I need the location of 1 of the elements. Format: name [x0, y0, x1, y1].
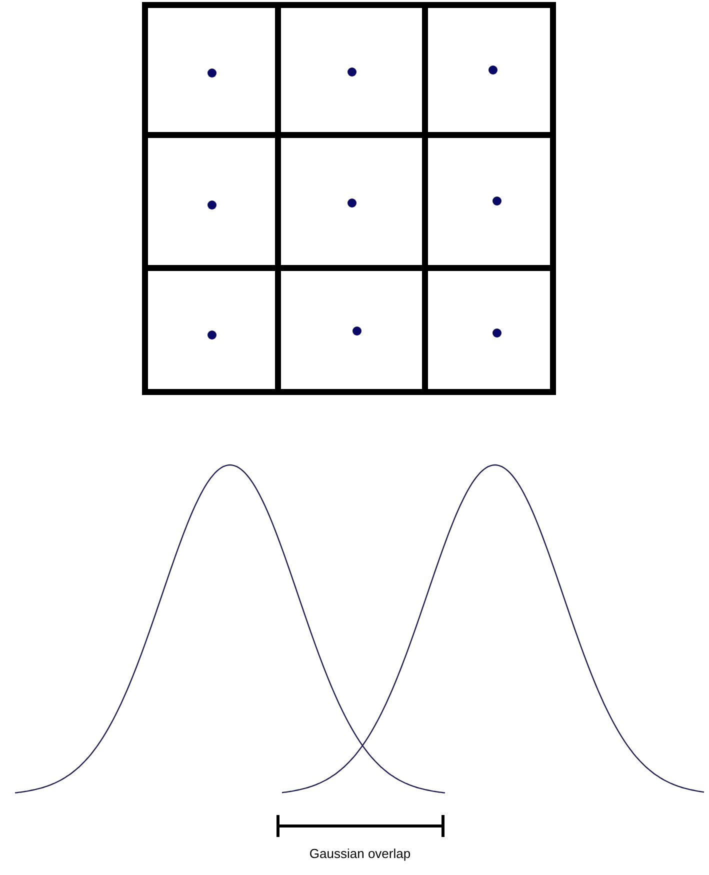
dimension-label: Gaussian overlap	[308, 846, 412, 862]
